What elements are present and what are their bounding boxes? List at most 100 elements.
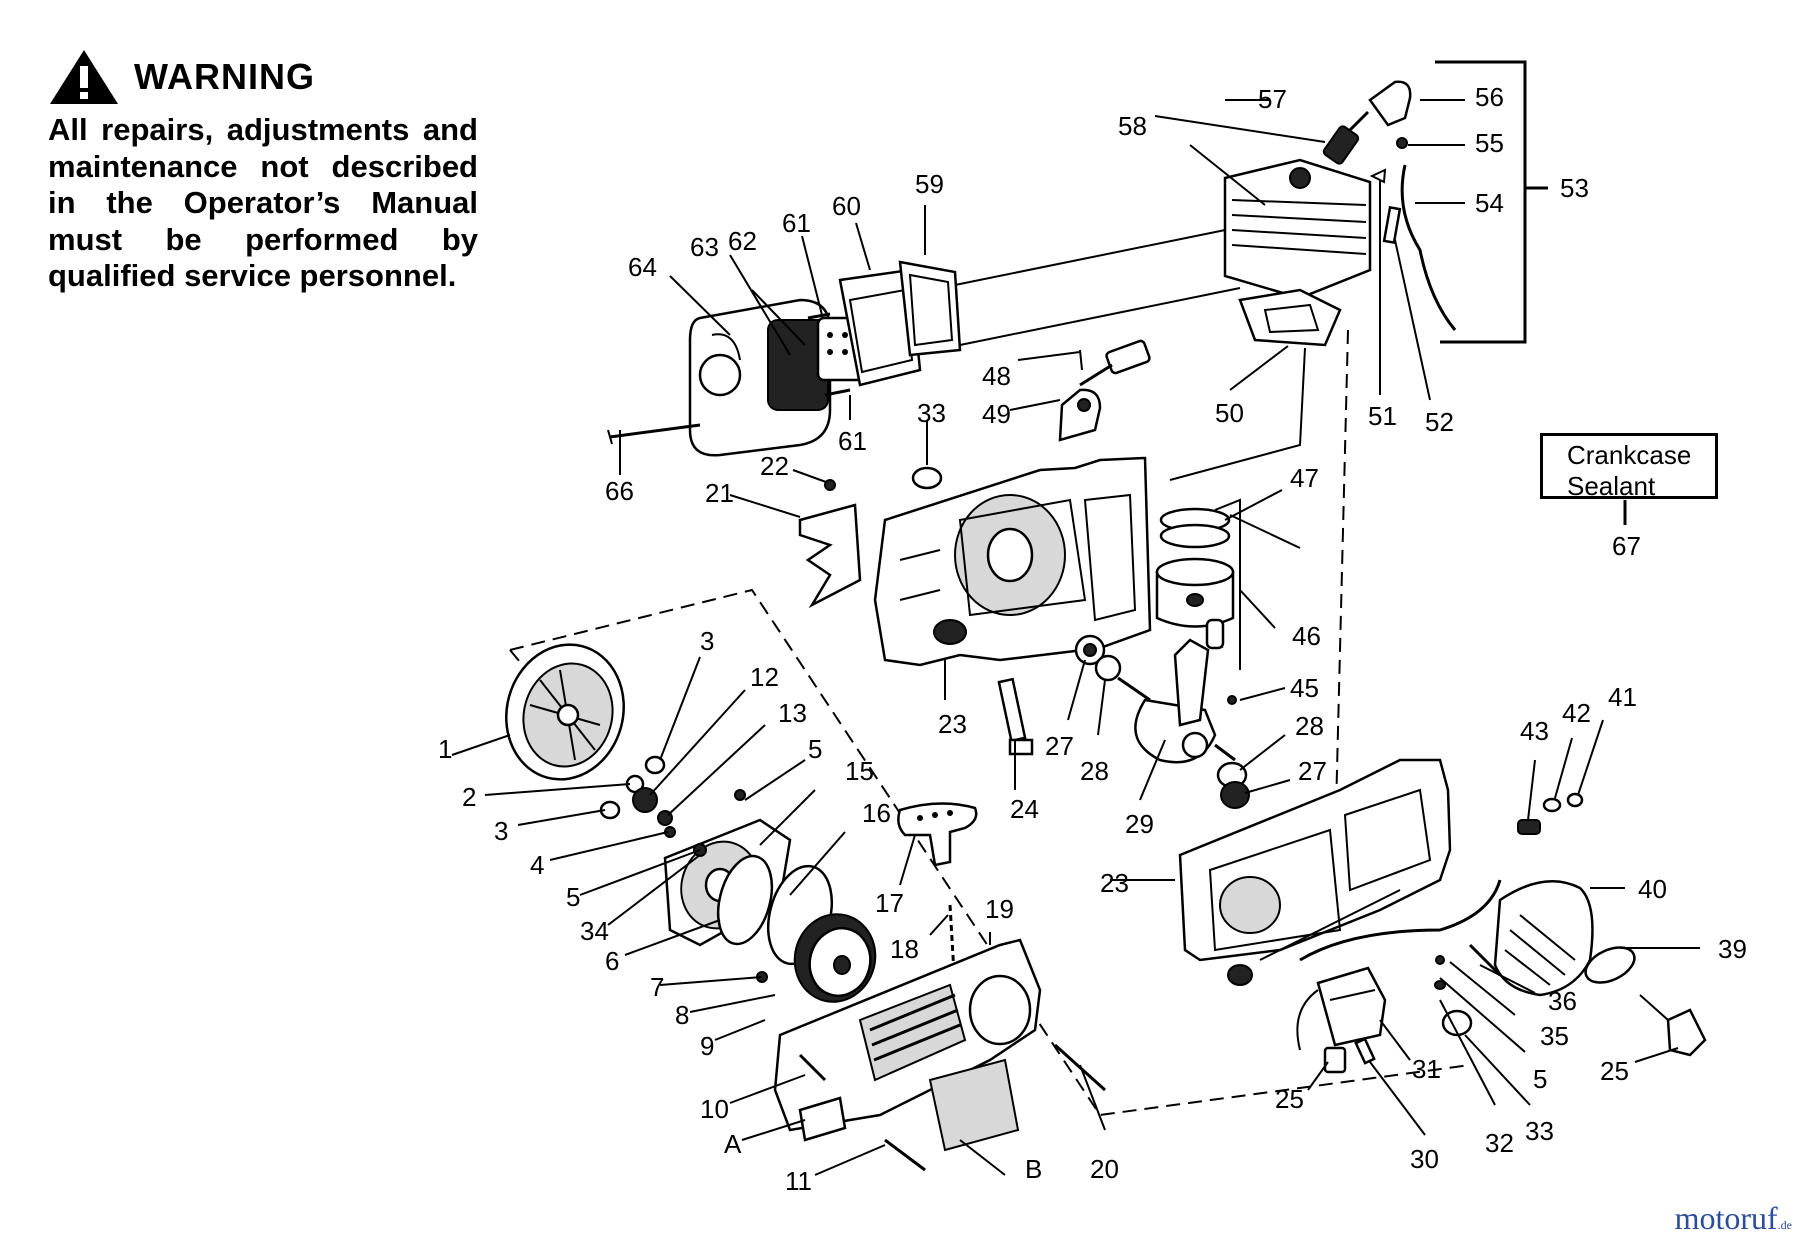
- callout-56: 56: [1475, 82, 1504, 112]
- screw-61a: [807, 312, 831, 320]
- bracket-49: [1058, 388, 1102, 442]
- starter-handle-17: [897, 802, 978, 867]
- callout-39: 39: [1718, 934, 1747, 964]
- callout-31: 31: [1412, 1054, 1441, 1084]
- callout-13: 13: [778, 698, 807, 728]
- callout-42: 42: [1562, 698, 1591, 728]
- callout-1: 1: [438, 734, 452, 764]
- callout-22: 22: [760, 451, 789, 481]
- watermark-main: motoruf: [1674, 1200, 1778, 1236]
- callout-59: 59: [915, 169, 944, 199]
- callout-40: 40: [1638, 874, 1667, 904]
- callout-25-left: 25: [1275, 1084, 1304, 1114]
- callout-63: 63: [690, 232, 719, 262]
- piston: [1155, 557, 1235, 628]
- seal-33-upper: [911, 466, 943, 490]
- callout-labels: 1 2 3 3 4 5 5 5 6 7 8 9 10 11 12 13 15 1…: [438, 82, 1747, 1196]
- crankcase-sealant-box: Crankcase Sealant: [1540, 433, 1718, 501]
- callout-33-lower: 33: [1525, 1116, 1554, 1146]
- crankcase-half-lower: [1178, 758, 1452, 986]
- align-line-top: [954, 227, 1236, 286]
- warning-header: WARNING: [48, 48, 478, 106]
- callout-50: 50: [1215, 398, 1244, 428]
- callout-24: 24: [1010, 794, 1039, 824]
- nut-43: [1517, 819, 1541, 835]
- key-48: [1105, 339, 1151, 375]
- callout-25-right: 25: [1600, 1056, 1629, 1086]
- starter-pulley-16: [767, 864, 877, 1003]
- seal-39: [1584, 946, 1636, 984]
- piston-pin: [1205, 618, 1225, 650]
- callout-47: 47: [1290, 463, 1319, 493]
- screw-11: [884, 1138, 926, 1172]
- leader-lines: [451, 99, 1700, 1176]
- key-45: [1227, 695, 1237, 705]
- callout-52: 52: [1425, 407, 1454, 437]
- callout-23-lower: 23: [1100, 868, 1129, 898]
- callout-15: 15: [845, 756, 874, 786]
- boot-25-left: [1323, 1046, 1347, 1074]
- seal-28-upper: [1094, 654, 1122, 682]
- spark-plug: [1322, 110, 1370, 165]
- callout-7: 7: [650, 972, 664, 1002]
- callout-55: 55: [1475, 128, 1504, 158]
- nut-41: [1566, 792, 1584, 808]
- callout-3-top: 3: [700, 626, 714, 656]
- callout-32: 32: [1485, 1128, 1514, 1158]
- screw-35: [1435, 955, 1445, 965]
- warning-block: WARNING All repairs, adjustments and mai…: [48, 48, 478, 295]
- callout-34: 34: [580, 916, 609, 946]
- callout-3-bottom: 3: [494, 816, 508, 846]
- callout-64: 64: [628, 252, 657, 282]
- screw-52: [1382, 205, 1402, 245]
- starter-group-outline: [509, 588, 1471, 1117]
- cover-bolt-66: [609, 423, 701, 439]
- callout-27-upper: 27: [1045, 731, 1074, 761]
- callout-43: 43: [1520, 716, 1549, 746]
- callout-6: 6: [605, 946, 619, 976]
- clip-51: [1369, 168, 1387, 184]
- pin-36: [1468, 943, 1502, 977]
- boot-25-right: [1639, 994, 1707, 1057]
- spark-plug-boot: [1368, 80, 1412, 127]
- callout-A: A: [724, 1129, 742, 1159]
- callout-48: 48: [982, 361, 1011, 391]
- callout-30: 30: [1410, 1144, 1439, 1174]
- callout-57: 57: [1258, 84, 1287, 114]
- callout-62: 62: [728, 226, 757, 256]
- callout-51: 51: [1368, 401, 1397, 431]
- callout-46: 46: [1292, 621, 1321, 651]
- callout-23-upper: 23: [938, 709, 967, 739]
- leader-50-piston: [1169, 347, 1306, 481]
- grommet-55: [1396, 137, 1408, 149]
- pawl-3-top: [644, 755, 666, 775]
- cylinder-dash-line: [1334, 329, 1349, 851]
- chain-catcher-21: [798, 503, 862, 609]
- leader-46: [1239, 589, 1276, 629]
- callout-66: 66: [605, 476, 634, 506]
- cylinder: [1223, 158, 1372, 300]
- callout-45: 45: [1290, 673, 1319, 703]
- screw-22: [824, 479, 836, 491]
- callout-5-b: 5: [566, 882, 580, 912]
- callout-61-bottom: 61: [838, 426, 867, 456]
- callout-8: 8: [675, 1000, 689, 1030]
- callout-16: 16: [862, 798, 891, 828]
- callout-19: 19: [985, 894, 1014, 924]
- callout-36: 36: [1548, 986, 1577, 1016]
- callout-60: 60: [832, 191, 861, 221]
- washer-42: [1542, 797, 1562, 813]
- callout-9: 9: [700, 1031, 714, 1061]
- callout-5-a: 5: [808, 734, 822, 764]
- callout-12: 12: [750, 662, 779, 692]
- callout-27-lower: 27: [1298, 756, 1327, 786]
- callout-67: 67: [1612, 531, 1641, 561]
- crankcase-half-upper: [873, 456, 1152, 667]
- crankshaft-29: [1117, 638, 1236, 764]
- piston-rings: [1159, 507, 1231, 549]
- screw-61b: [824, 388, 851, 397]
- callout-21: 21: [705, 478, 734, 508]
- clutch-cover-40: [1493, 880, 1594, 997]
